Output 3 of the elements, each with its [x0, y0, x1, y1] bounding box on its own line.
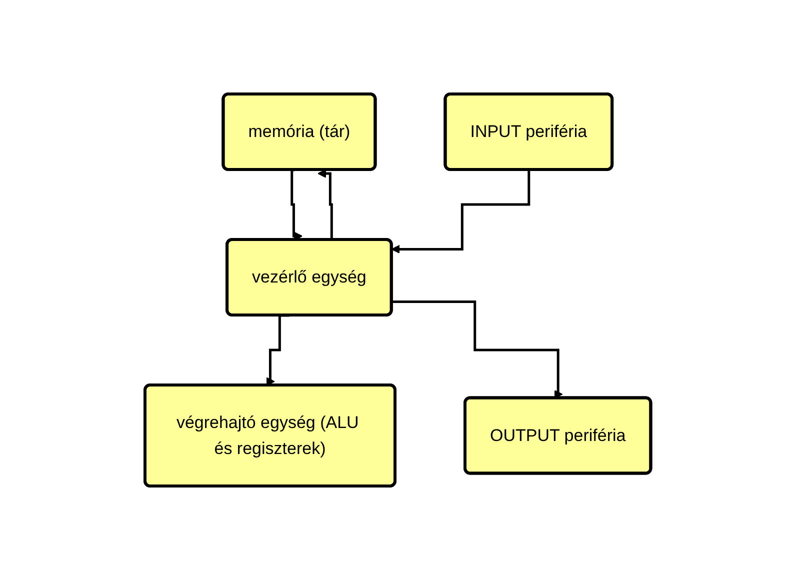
arrow	[391, 168, 531, 254]
arrow	[392, 300, 563, 399]
arrow	[290, 168, 303, 241]
